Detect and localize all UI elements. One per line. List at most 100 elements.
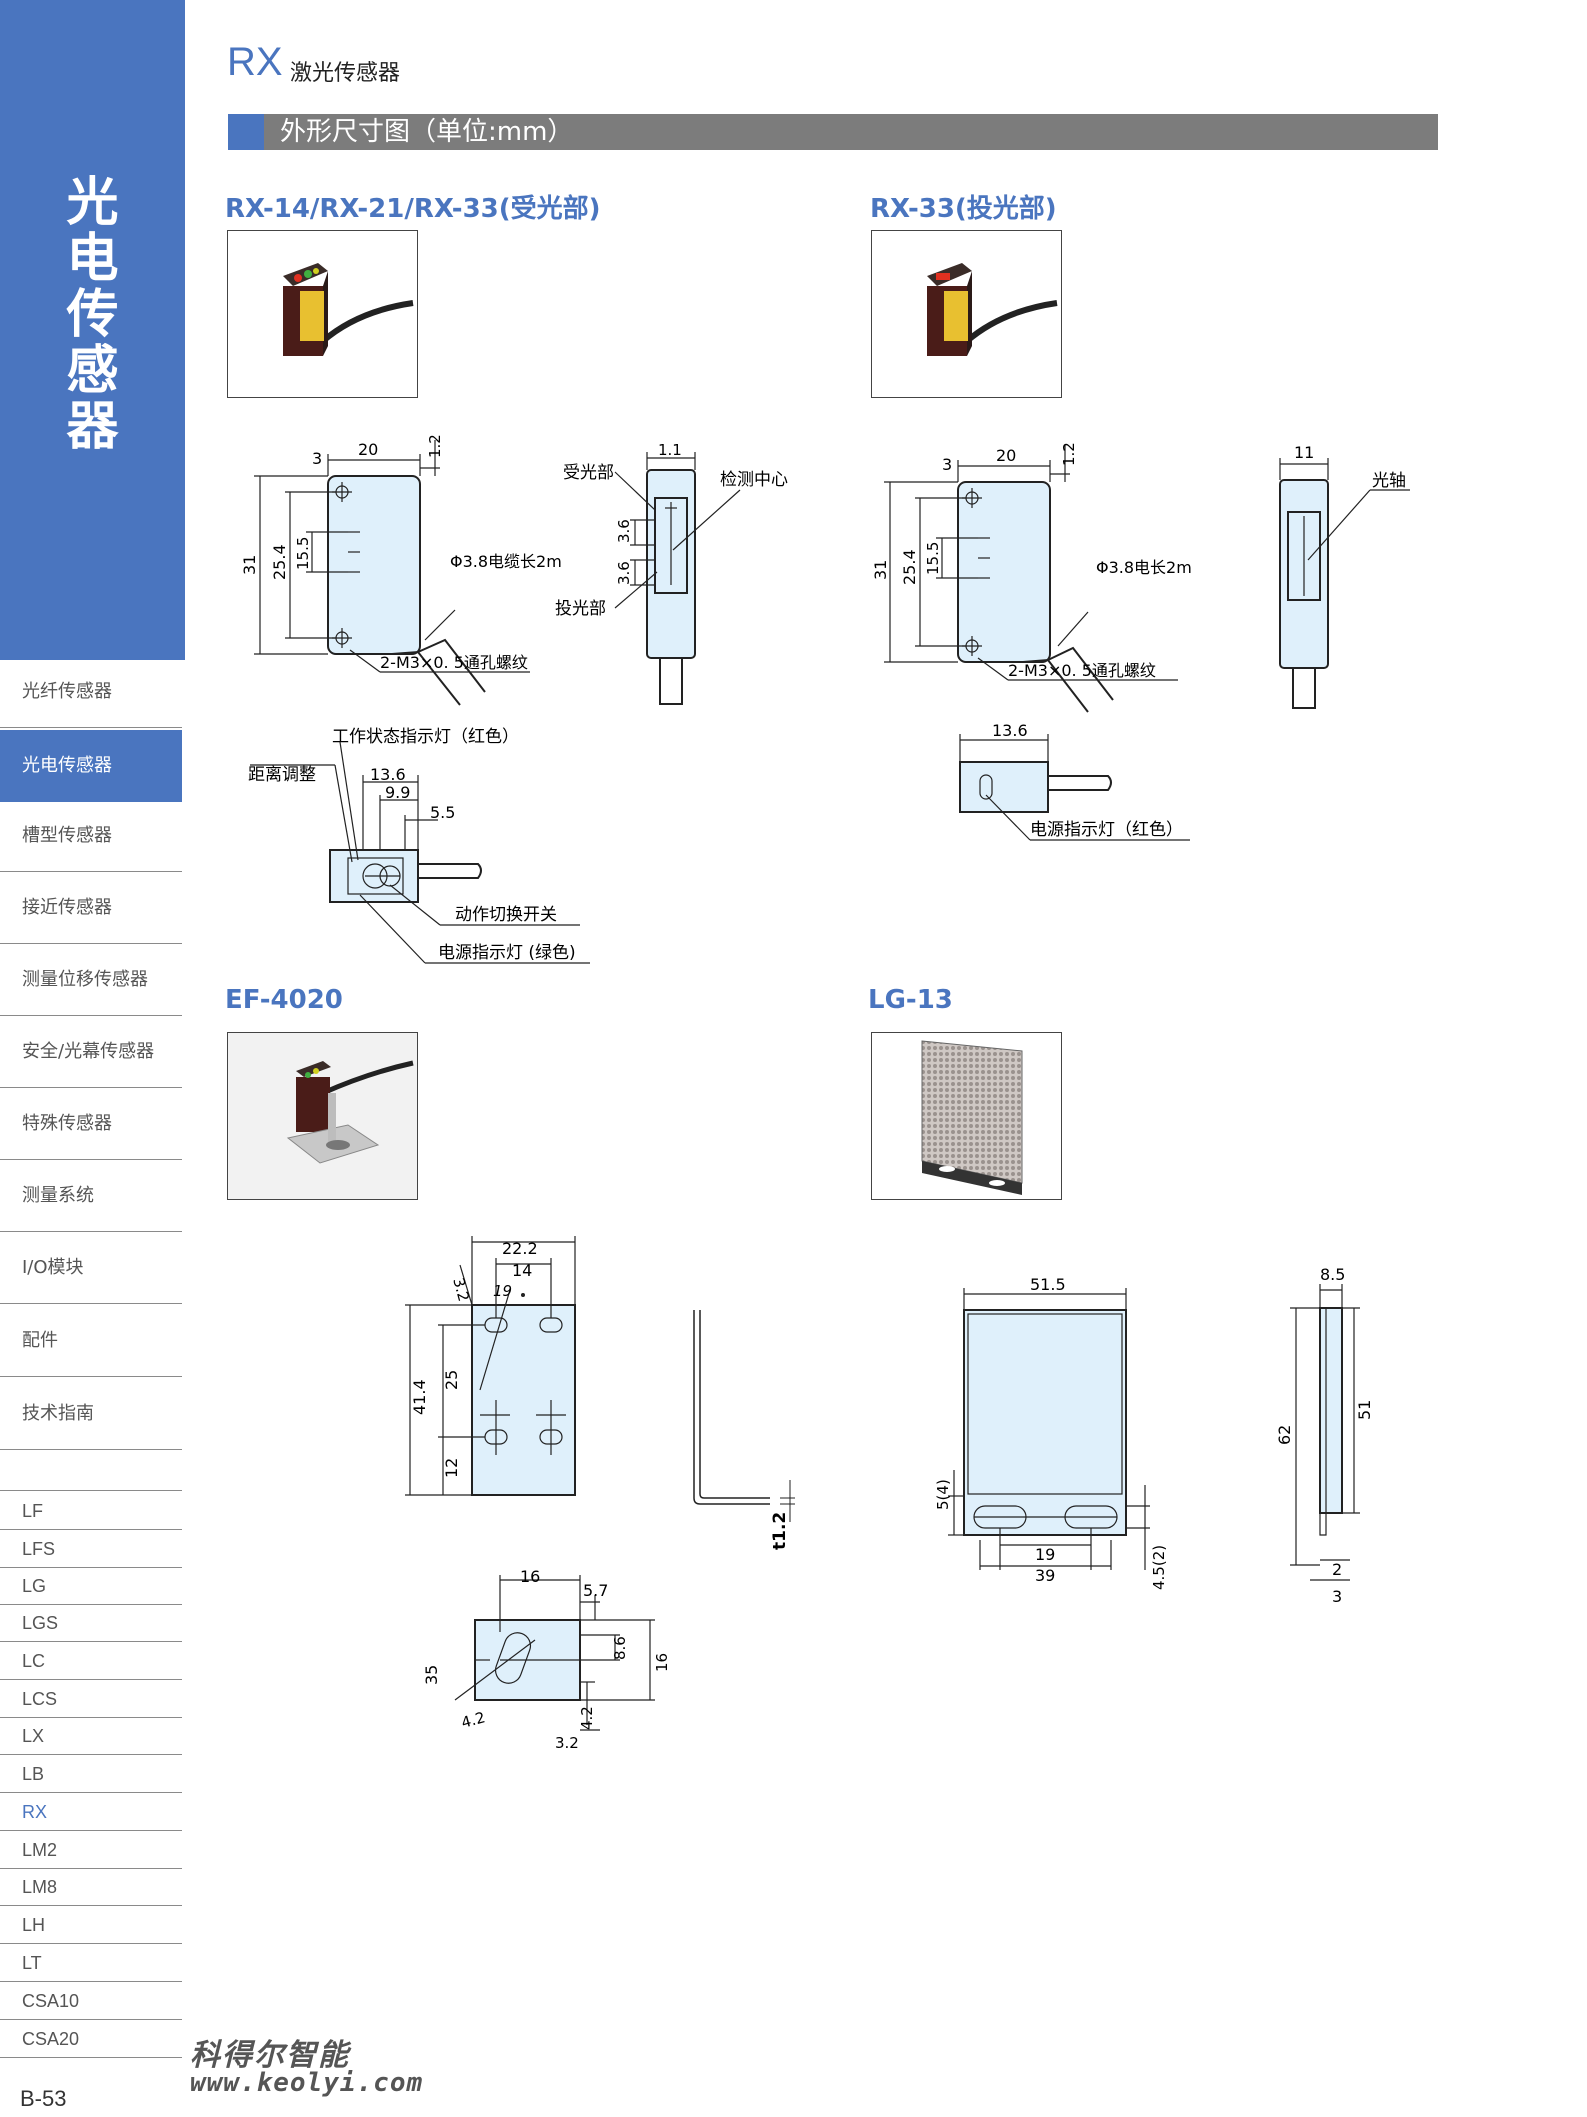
cable-note: Φ3.8电长2m	[1096, 558, 1192, 577]
dim-13-6: 13.6	[992, 721, 1028, 740]
model-CSA20[interactable]: CSA20	[0, 2020, 182, 2058]
dim-t1-2: t1.2	[770, 1512, 790, 1550]
drawing-rx14-side: 1.1 受光部 检测中心 3.6 3.6 投光部	[555, 441, 788, 705]
model-LX[interactable]: LX	[0, 1717, 182, 1755]
cable-note: Φ3.8电缆长2m	[450, 552, 562, 571]
model-LF[interactable]: LF	[0, 1492, 182, 1530]
watermark-brand: 科得尔智能	[190, 2038, 350, 2073]
nav-measurement-system[interactable]: 测量系统	[0, 1160, 182, 1232]
bracket-photo-ef4020	[228, 1033, 417, 1199]
dim-4-2-b: 4.2	[578, 1706, 596, 1730]
dim-1-2: 1.2	[426, 434, 444, 458]
label-distance-adjust: 距离调整	[248, 765, 316, 785]
dim-31: 31	[871, 560, 890, 580]
dim-3-2-b: 3.2	[555, 1734, 579, 1752]
model-LM2[interactable]: LM2	[0, 1831, 182, 1869]
section-bar	[228, 114, 1438, 150]
nav-tech-guide[interactable]: 技术指南	[0, 1378, 182, 1450]
dim-3: 3	[1332, 1587, 1342, 1606]
dim-19: 19	[1035, 1545, 1055, 1564]
dim-3-6-a: 3.6	[615, 519, 633, 543]
nav-accessories[interactable]: 配件	[0, 1305, 182, 1377]
drawing-ef4020-side: t1.2	[693, 1310, 795, 1550]
dim-41-4: 41.4	[410, 1379, 429, 1415]
dim-3: 3	[942, 455, 952, 474]
model-LB[interactable]: LB	[0, 1755, 182, 1793]
nav-photoelectric-sensor[interactable]: 光电传感器	[0, 730, 182, 802]
section-title-rx14: RX-14/RX-21/RX-33(受光部)	[225, 194, 601, 224]
thread-note: 2-M3×0. 5通孔螺纹	[1008, 661, 1156, 680]
sidebar-title-char: 电	[66, 229, 119, 289]
photo-rx33	[871, 230, 1062, 398]
model-LM8[interactable]: LM8	[0, 1868, 182, 1906]
sidebar-title-char: 器	[66, 397, 119, 457]
model-RX[interactable]: RX	[0, 1793, 182, 1831]
dim-4-5-2: 4.5(2)	[1150, 1545, 1168, 1590]
sidebar-banner	[0, 0, 185, 660]
model-LCS[interactable]: LCS	[0, 1680, 182, 1718]
nav-displacement-sensor[interactable]: 测量位移传感器	[0, 944, 182, 1016]
nav-slot-sensor[interactable]: 槽型传感器	[0, 800, 182, 872]
section-bar-accent	[228, 114, 264, 150]
drawing-ef4020-top: 16 5.7 8.6 16 35 4.2 4.2 3.2	[422, 1567, 671, 1752]
drawing-lg13-front: 51.5 5(4) 19 39 4.5(2)	[934, 1275, 1168, 1590]
dim-1-1: 1.1	[658, 441, 682, 459]
nav-fiber-sensor[interactable]: 光纤传感器	[0, 656, 182, 728]
dim-15-5: 15.5	[924, 542, 942, 575]
label-detection-center: 检测中心	[720, 470, 788, 490]
dim-12: 12	[442, 1458, 461, 1478]
model-LGS[interactable]: LGS	[0, 1604, 182, 1642]
model-CSA10[interactable]: CSA10	[0, 1982, 182, 2020]
label-power-led-green: 电源指示灯 (绿色)	[438, 943, 576, 963]
sensor-photo-rx14	[283, 263, 414, 356]
dim-19: 19	[493, 1282, 512, 1300]
nav-io-module[interactable]: I/O模块	[0, 1232, 182, 1304]
dim-3-2: 3.2	[449, 1276, 473, 1304]
photo-lg13	[871, 1032, 1062, 1200]
dim-62: 62	[1275, 1425, 1294, 1445]
dim-25-4: 25.4	[900, 549, 919, 585]
label-emitter: 投光部	[555, 599, 606, 619]
drawing-lg13-side: 8.5 62 51 2 3	[1275, 1265, 1374, 1606]
sidebar-divider	[0, 1490, 182, 1491]
sidebar-title-char: 光	[66, 173, 119, 233]
label-optical-axis: 光轴	[1372, 471, 1406, 491]
page-number: B-53	[20, 2086, 67, 2111]
sidebar-title-char: 感	[66, 341, 119, 401]
nav-proximity-sensor[interactable]: 接近传感器	[0, 872, 182, 944]
model-LFS[interactable]: LFS	[0, 1530, 182, 1568]
dim-2: 2	[1332, 1560, 1342, 1579]
sidebar-title-char: 传	[66, 285, 119, 345]
drawing-rx33-side: 11 光轴	[1279, 443, 1410, 709]
series-subtitle: 激光传感器	[290, 61, 401, 86]
dim-13-6: 13.6	[370, 765, 406, 784]
dim-9-9: 9.9	[385, 783, 410, 802]
dim-20: 20	[996, 446, 1016, 465]
model-LT[interactable]: LT	[0, 1944, 182, 1982]
dim-3-6-b: 3.6	[615, 561, 633, 585]
drawing-rx14-front: 3 20 1.2 31 25.4 15.5 Φ3.8电缆长2m 2-M3×0. …	[240, 434, 562, 706]
dim-14: 14	[512, 1261, 532, 1280]
label-work-led: 工作状态指示灯（红色）	[332, 727, 519, 747]
model-LC[interactable]: LC	[0, 1642, 182, 1680]
dim-11: 11	[1294, 443, 1314, 462]
dim-25: 25	[442, 1370, 461, 1390]
dim-39: 39	[1035, 1566, 1055, 1585]
dim-20: 20	[358, 440, 378, 459]
section-title-rx33: RX-33(投光部)	[870, 194, 1057, 224]
dim-31: 31	[240, 555, 259, 575]
sensor-photo-rx33	[927, 263, 1058, 356]
model-LH[interactable]: LH	[0, 1906, 182, 1944]
sidebar-category-title: 光 电 传 感 器	[0, 175, 185, 455]
thread-note: 2-M3×0. 5通孔螺纹	[380, 653, 528, 672]
drawing-rx33-top: 13.6 电源指示灯（红色）	[959, 721, 1190, 841]
section-bar-title: 外形尺寸图（单位:mm）	[280, 117, 574, 147]
nav-special-sensor[interactable]: 特殊传感器	[0, 1088, 182, 1160]
dim-51: 51	[1355, 1400, 1374, 1420]
label-power-led-red: 电源指示灯（红色）	[1030, 820, 1183, 840]
section-title-lg13: LG-13	[868, 985, 953, 1015]
watermark-url: www.keolyi.com	[190, 2068, 424, 2098]
dim-4-2-a: 4.2	[459, 1708, 487, 1732]
model-LG[interactable]: LG	[0, 1567, 182, 1605]
nav-safety-sensor[interactable]: 安全/光幕传感器	[0, 1016, 182, 1088]
